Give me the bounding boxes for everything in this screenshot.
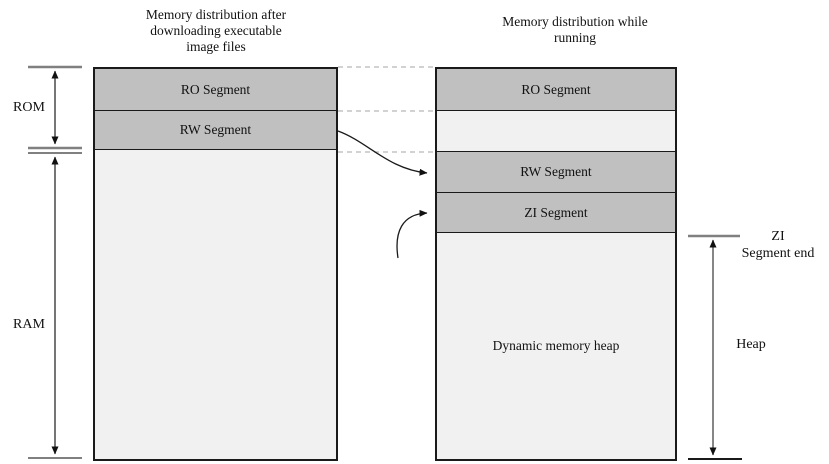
rw-relocation-arrow [337, 130, 428, 176]
left-ro-segment: RO Segment [95, 69, 336, 111]
rom-label: ROM [13, 100, 45, 115]
right-zi-segment: ZI Segment [437, 193, 675, 233]
right-rw-segment: RW Segment [437, 152, 675, 193]
left-rw-segment-label: RW Segment [179, 122, 252, 137]
right-memory-column: RO Segment RW Segment ZI Segment Dynamic… [435, 67, 677, 461]
dynamic-memory-heap-label: Dynamic memory heap [492, 338, 620, 353]
left-memory-column: RO Segment RW Segment [93, 67, 338, 461]
right-ro-segment-label: RO Segment [521, 81, 591, 97]
left-column-title: Memory distribution after downloading ex… [145, 7, 287, 54]
right-zi-segment-label: ZI Segment [524, 204, 588, 220]
left-memory-column-stack: RO Segment RW Segment [95, 69, 336, 459]
dashed-alignment-lines [338, 66, 435, 153]
heap-label: Heap [736, 337, 766, 352]
right-rw-segment-label: RW Segment [520, 164, 592, 179]
zi-segment-end-label: ZI Segment end [741, 229, 815, 261]
right-column-title: Memory distribution while running [502, 14, 648, 45]
right-ro-segment: RO Segment [437, 69, 675, 111]
left-ro-segment-label: RO Segment [180, 81, 251, 97]
dynamic-memory-heap-area: Dynamic memory heap [437, 233, 675, 459]
zi-creation-arrow [396, 209, 428, 259]
ram-extent-bracket [28, 152, 82, 459]
ram-label: RAM [13, 317, 45, 332]
left-rw-segment: RW Segment [95, 111, 336, 150]
right-memory-column-stack: RO Segment RW Segment ZI Segment Dynamic… [437, 69, 675, 459]
right-gap-segment [437, 111, 675, 152]
left-ram-empty-area [95, 150, 336, 459]
